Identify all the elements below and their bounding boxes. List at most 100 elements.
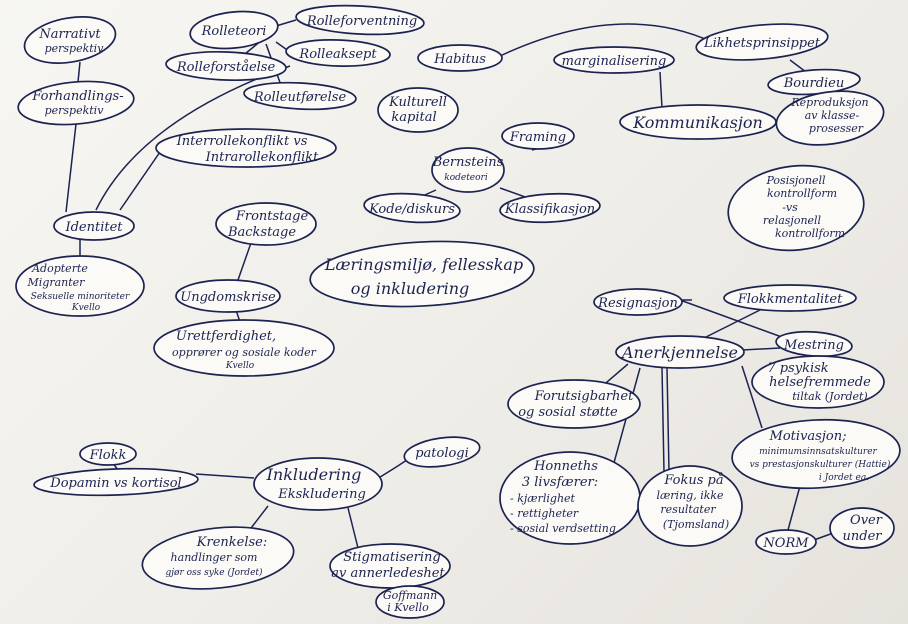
- svg-text:Migranter: Migranter: [27, 276, 86, 289]
- svg-text:minimumsinnsatskulturer: minimumsinnsatskulturer: [759, 447, 877, 457]
- svg-text:helsefremmede: helsefremmede: [769, 375, 871, 390]
- node-forhandlingsperspektiv: Forhandlings- perspektiv: [17, 80, 135, 126]
- svg-text:kodeteori: kodeteori: [444, 173, 488, 183]
- node-bernsteins-kodeteori: Bernsteins kodeteori: [431, 147, 505, 193]
- edge: [659, 71, 663, 109]
- svg-text:marginalisering: marginalisering: [562, 54, 667, 69]
- node-marginalisering: marginalisering: [553, 46, 675, 74]
- edge: [275, 19, 297, 27]
- node-flokkmentalitet: Flokkmentalitet: [723, 284, 857, 312]
- svg-text:relasjonell: relasjonell: [763, 214, 822, 227]
- node-over-under: Over under: [829, 507, 895, 549]
- svg-text:- sosial verdsetting: - sosial verdsetting: [510, 522, 616, 535]
- edge: [347, 507, 359, 549]
- svg-text:tiltak (Jordet): tiltak (Jordet): [792, 390, 867, 403]
- node-framing: Framing: [501, 122, 575, 150]
- edge: [499, 23, 713, 57]
- svg-text:under: under: [843, 529, 883, 544]
- node-rolleutforelse: Rolleutførelse: [243, 81, 357, 111]
- svg-text:vs prestasjonskulturer (Hattie: vs prestasjonskulturer (Hattie): [750, 459, 891, 470]
- svg-text:Resignasjon: Resignasjon: [597, 296, 678, 311]
- svg-text:Flokkmentalitet: Flokkmentalitet: [737, 292, 843, 307]
- node-anerkjennelse: Anerkjennelse: [615, 335, 745, 369]
- svg-text:Reproduksjon: Reproduksjon: [790, 96, 868, 109]
- svg-text:og sosial støtte: og sosial støtte: [518, 405, 618, 420]
- svg-text:Anerkjennelse: Anerkjennelse: [620, 343, 738, 362]
- svg-text:Identitet: Identitet: [64, 220, 123, 235]
- svg-text:Dopamin vs kortisol: Dopamin vs kortisol: [49, 476, 181, 491]
- edge: [119, 151, 161, 211]
- edge: [741, 365, 763, 429]
- svg-text:Kvello: Kvello: [71, 303, 101, 313]
- node-motivasjon: Motivasjon; minimumsinnsatskulturer vs p…: [731, 418, 901, 490]
- svg-text:Narrativt: Narrativt: [38, 27, 101, 42]
- svg-text:Goffmann: Goffmann: [383, 589, 437, 602]
- node-adopterte: Adopterte Migranter Seksuelle minoritete…: [15, 255, 145, 317]
- svg-text:i Kvello: i Kvello: [387, 601, 429, 614]
- svg-text:resultater: resultater: [660, 503, 716, 516]
- svg-text:Inkludering: Inkludering: [266, 465, 362, 484]
- svg-text:Forutsigbarhet: Forutsigbarhet: [534, 389, 634, 404]
- svg-text:Mestring: Mestring: [783, 338, 844, 353]
- svg-text:Adopterte: Adopterte: [31, 262, 88, 275]
- svg-text:- kjærlighet: - kjærlighet: [510, 492, 576, 505]
- node-identitet: Identitet: [53, 211, 135, 241]
- svg-text:Klassifikasjon: Klassifikasjon: [504, 202, 595, 217]
- svg-text:Flokk: Flokk: [89, 448, 127, 463]
- svg-text:Over: Over: [850, 513, 883, 528]
- node-rolleaksept: Rolleaksept: [285, 39, 391, 67]
- node-urettferdighet: Urettferdighet, opprører og sosiale kode…: [153, 319, 335, 377]
- svg-text:3 livsfærer:: 3 livsfærer:: [522, 475, 598, 490]
- edge: [65, 123, 77, 213]
- node-resignasjon: Resignasjon: [593, 288, 683, 316]
- svg-text:kapital: kapital: [391, 110, 436, 125]
- node-narrativt-perspektiv: Narrativt perspektiv: [23, 16, 117, 64]
- node-goffmann-kvello: Goffmann i Kvello: [375, 585, 445, 619]
- node-kode-diskurs: Kode/diskurs: [363, 192, 461, 224]
- svg-text:Kommunikasjon: Kommunikasjon: [632, 113, 763, 132]
- edge: [789, 59, 807, 73]
- node-patologi: patologi: [403, 436, 481, 468]
- svg-text:Seksuelle minoriteter: Seksuelle minoriteter: [31, 292, 130, 302]
- node-reproduksjon: Reproduksjon av klasse- prosesser: [775, 90, 885, 146]
- svg-text:handlinger som: handlinger som: [171, 551, 258, 564]
- svg-text:opprører og sosiale koder: opprører og sosiale koder: [172, 346, 317, 359]
- svg-text:-vs: -vs: [782, 201, 798, 214]
- svg-text:Framing: Framing: [509, 130, 566, 145]
- svg-text:Urettferdighet,: Urettferdighet,: [176, 329, 276, 344]
- edge: [77, 61, 81, 83]
- node-honneths-livsfaerer: Honneths 3 livsfærer: - kjærlighet - ret…: [499, 451, 641, 545]
- svg-text:av annerledeshet: av annerledeshet: [331, 566, 445, 581]
- node-kommunikasjon: Kommunikasjon: [619, 104, 777, 140]
- node-klassifikasjon: Klassifikasjon: [499, 192, 601, 224]
- svg-text:patologi: patologi: [415, 446, 469, 461]
- node-inkludering-ekskludering: Inkludering Ekskludering: [253, 457, 383, 511]
- svg-text:Bernsteins: Bernsteins: [432, 155, 504, 170]
- svg-text:i Jordet ea.: i Jordet ea.: [819, 473, 869, 483]
- node-mestring: Mestring: [775, 330, 853, 358]
- node-kulturell-kapital: Kulturell kapital: [377, 87, 459, 133]
- node-habitus: Habitus: [417, 44, 503, 72]
- svg-text:Stigmatisering: Stigmatisering: [343, 550, 441, 565]
- node-likhetsprinsippet: Likhetsprinsippet: [695, 23, 829, 61]
- svg-text:(Tjomsland): (Tjomsland): [663, 518, 729, 531]
- svg-text:av klasse-: av klasse-: [805, 109, 860, 122]
- svg-text:- rettigheter: - rettigheter: [510, 507, 579, 520]
- edge: [195, 473, 255, 479]
- svg-text:Posisjonell: Posisjonell: [765, 174, 826, 187]
- edge: [741, 347, 781, 351]
- node-rolleforstaelse: Rolleforståelse: [165, 51, 287, 81]
- svg-text:Intrarollekonflikt: Intrarollekonflikt: [205, 150, 320, 165]
- node-krenkelse: Krenkelse: handlinger som gjør oss syke …: [141, 526, 295, 590]
- svg-text:Rolleforventning: Rolleforventning: [306, 14, 417, 29]
- edge: [661, 367, 670, 473]
- svg-text:Rolleutførelse: Rolleutførelse: [253, 90, 347, 105]
- svg-text:Ungdomskrise: Ungdomskrise: [180, 290, 276, 305]
- node-interrollekonflikt: Interrollekonflikt vs Intrarollekonflikt: [155, 128, 337, 168]
- edge: [499, 187, 529, 199]
- node-laeringsmiljo: Læringsmiljø, fellesskap og inkludering: [309, 240, 535, 308]
- svg-text:Bourdieu: Bourdieu: [783, 76, 845, 91]
- node-stigmatisering: Stigmatisering av annerledeshet: [329, 543, 451, 589]
- node-rolleteori: Rolleteori: [189, 10, 279, 50]
- edge: [679, 299, 791, 341]
